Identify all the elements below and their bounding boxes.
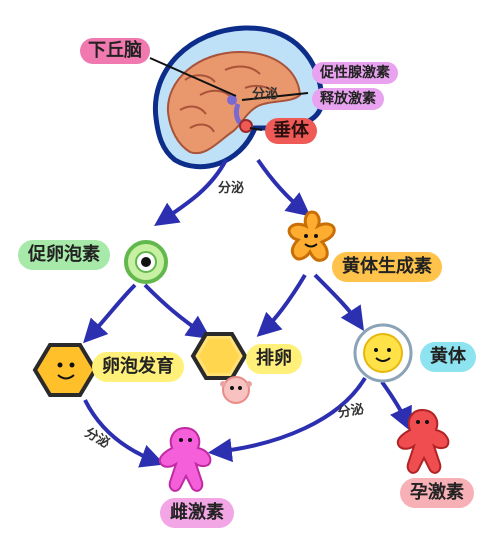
- hypothalamus-spot: [227, 95, 237, 105]
- pituitary-label: 垂体: [265, 118, 317, 144]
- arrow-lh-to-ovulation: [256, 273, 307, 337]
- lh-label: 黄体生成素: [332, 252, 442, 282]
- gnrh-label-line2-text: 释放激素: [320, 91, 376, 107]
- gnrh-pointer: [241, 92, 309, 101]
- hexagon-icon: [190, 332, 248, 380]
- hypothalamus-label: 下丘脑: [80, 38, 150, 64]
- lh-label-text: 黄体生成素: [342, 256, 432, 277]
- fsh-label: 促卵泡素: [18, 240, 110, 270]
- hypothalamus-label-text: 下丘脑: [88, 40, 142, 61]
- arrow-lh-to-corpus: [313, 273, 364, 331]
- arrow-follicle-to-estrogen: [83, 399, 165, 468]
- brain-illustration: [152, 25, 325, 170]
- secrete-top-label: 分泌: [252, 88, 278, 101]
- star-character-icon: [287, 210, 336, 262]
- arrow-corpus-to-progesterone: [380, 380, 412, 432]
- gnrh-label-line2: 释放激素: [312, 88, 384, 110]
- follicle-development-label: 卵泡发育: [92, 352, 184, 382]
- ovulation-text: 排卵: [256, 348, 292, 369]
- estrogen-label: 雌激素: [160, 498, 234, 528]
- arrow-to-lh: [256, 158, 311, 217]
- follicle-cell-icon: [124, 240, 168, 284]
- estrogen-text: 雌激素: [170, 502, 224, 523]
- arrow-to-fsh: [154, 159, 228, 227]
- egg-cell-icon: [220, 376, 252, 404]
- hexagon-character-icon: [32, 343, 98, 397]
- gnrh-label-line1: 促性腺激素: [312, 62, 398, 84]
- estrogen-figure-icon: [158, 426, 212, 492]
- secrete-mid-label: 分泌: [218, 182, 244, 195]
- progesterone-figure-icon: [396, 408, 450, 474]
- fsh-label-text: 促卵泡素: [28, 244, 100, 265]
- secrete-top-text: 分泌: [252, 87, 279, 102]
- corpus-luteum-icon: [353, 323, 413, 383]
- pituitary-gland: [239, 119, 253, 133]
- pituitary-pointer: [249, 127, 263, 131]
- arrow-fsh-to-ovulation: [143, 283, 211, 340]
- corpus-luteum-text: 黄体: [430, 346, 466, 367]
- secrete-mid-text: 分泌: [218, 181, 245, 196]
- ovulation-label: 排卵: [246, 344, 302, 374]
- pituitary-label-text: 垂体: [273, 120, 309, 141]
- arrow-fsh-to-follicle: [83, 283, 137, 344]
- corpus-luteum-label: 黄体: [420, 342, 476, 372]
- progesterone-text: 孕激素: [410, 482, 464, 503]
- hypothalamus-pointer: [149, 57, 237, 97]
- follicle-development-text: 卵泡发育: [102, 356, 174, 377]
- arrow-corpus-to-estrogen: [207, 376, 367, 463]
- gnrh-label-line1-text: 促性腺激素: [320, 65, 390, 81]
- progesterone-label: 孕激素: [400, 478, 474, 508]
